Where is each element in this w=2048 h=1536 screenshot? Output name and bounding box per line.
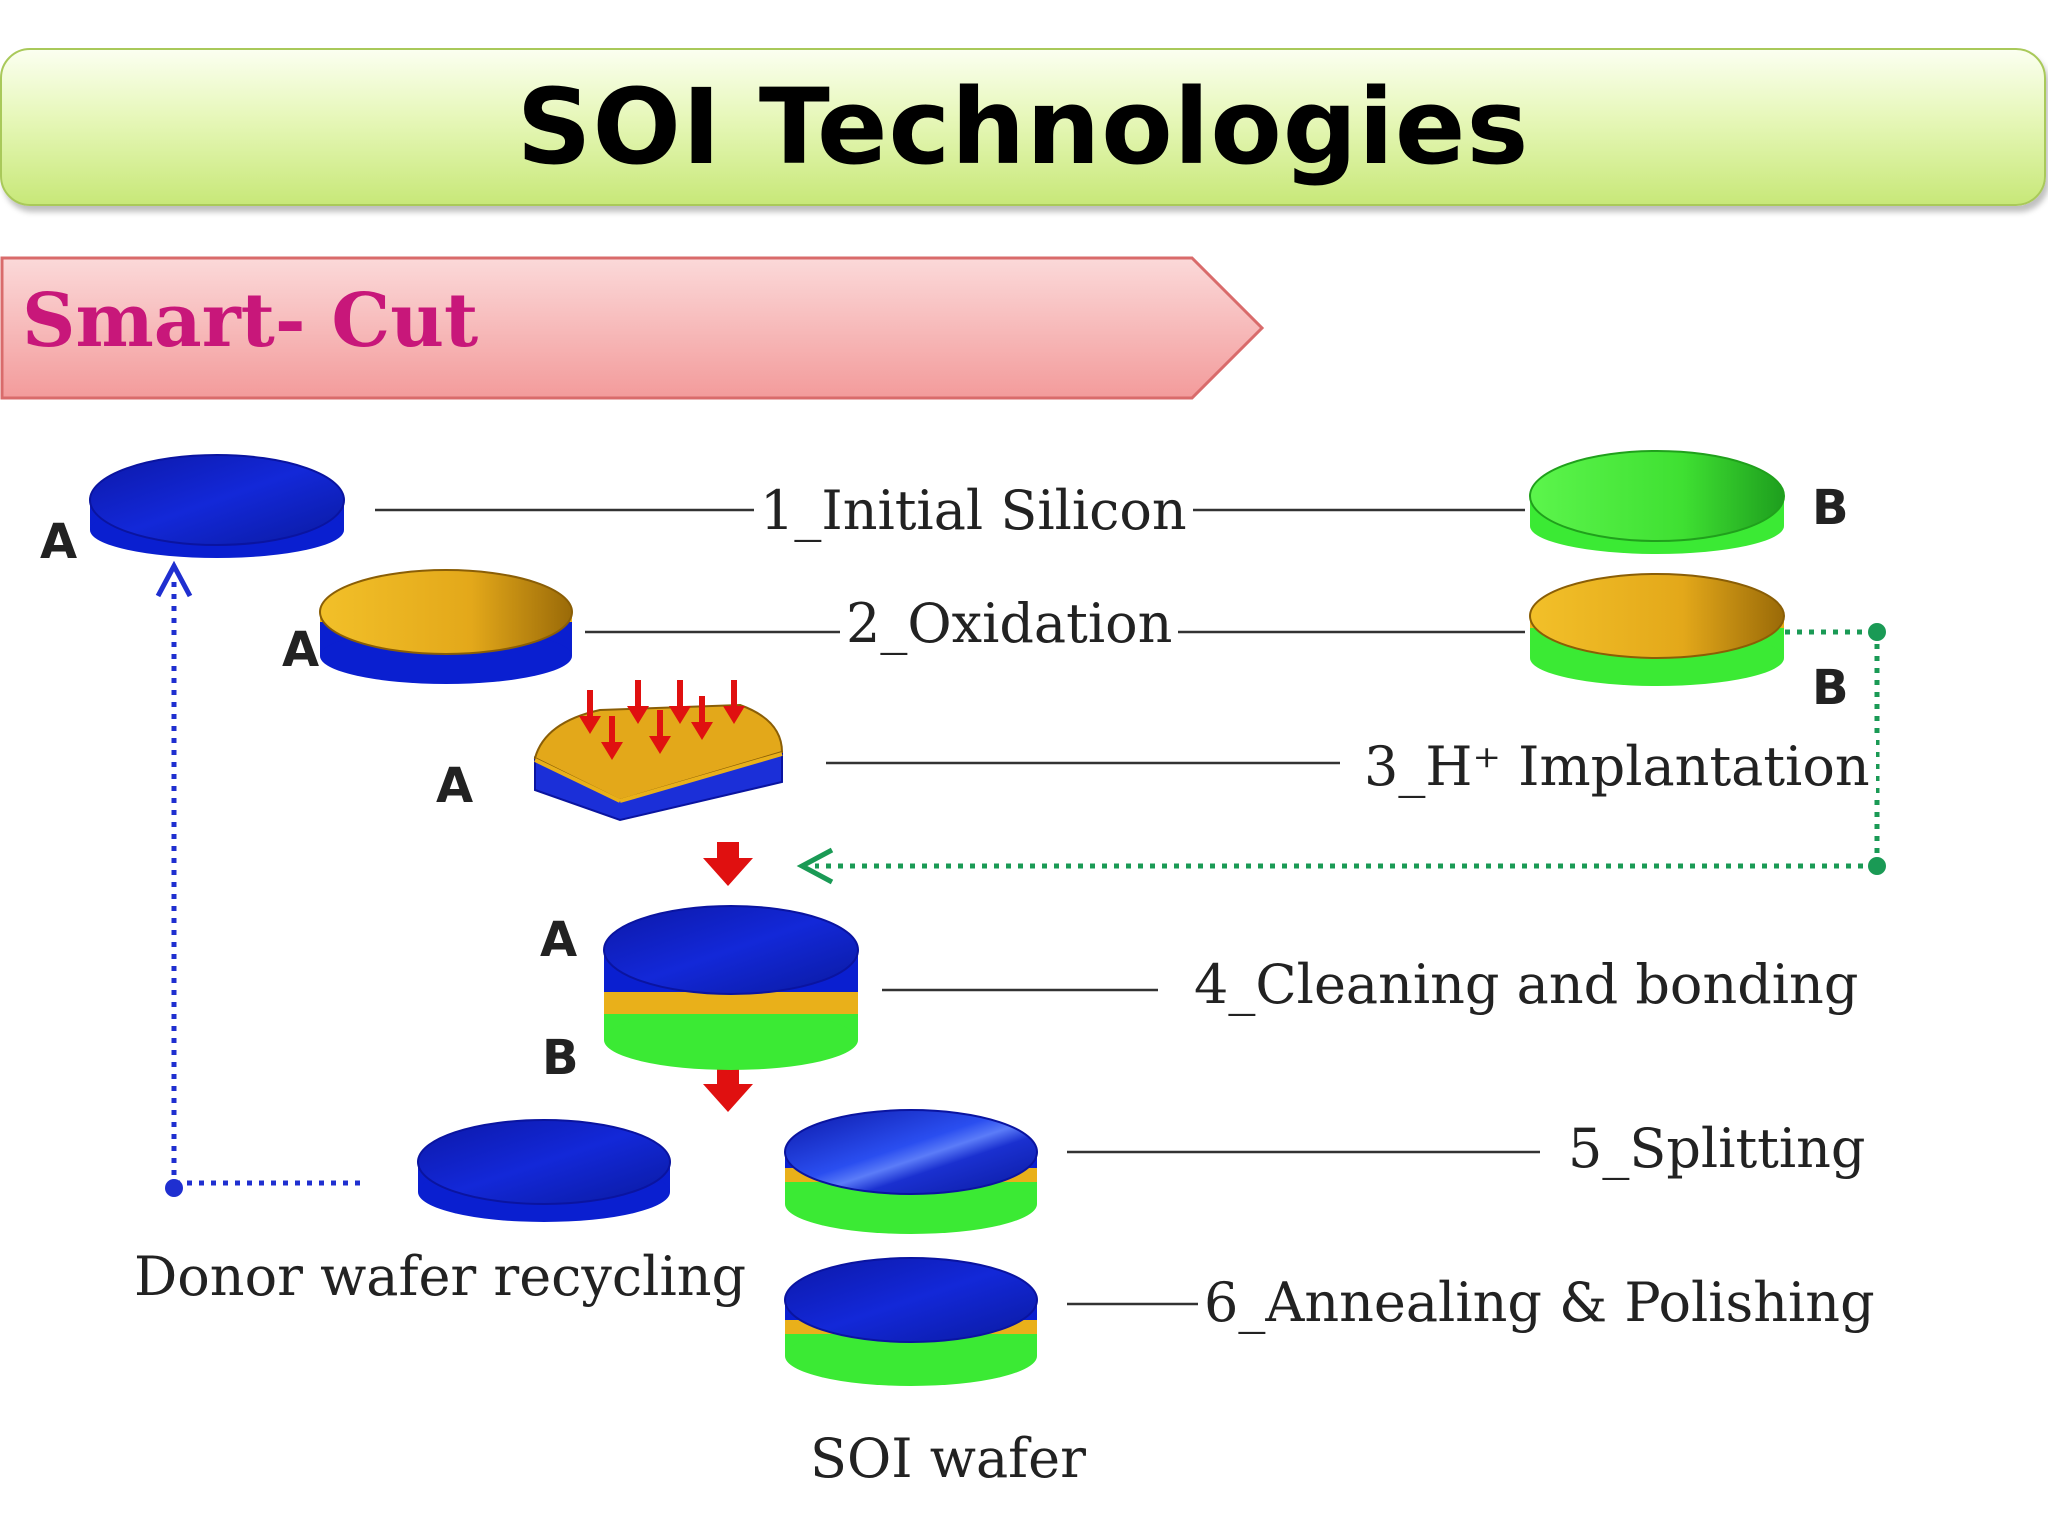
recycle-path-dot — [165, 1179, 183, 1197]
recycle-path — [171, 580, 360, 1187]
flow-arrow-down-1 — [703, 842, 753, 886]
bond-path-dot-top — [1868, 623, 1886, 641]
wafer-label-b-2: B — [1812, 660, 1849, 716]
bond-path-dot-bottom — [1868, 857, 1886, 875]
step-label-splitting: 5_Splitting — [1562, 1122, 1872, 1176]
wafer-a-implanted — [533, 703, 784, 822]
caption-soi-wafer: SOI wafer — [804, 1432, 1092, 1486]
section-banner — [0, 256, 1265, 400]
recycle-arrowhead — [155, 560, 193, 598]
section-title: Smart- Cut — [22, 278, 479, 364]
flow-arrow-down-2 — [703, 1068, 753, 1112]
wafer-label-a-4: A — [540, 912, 578, 968]
wafer-a-oxidized — [319, 569, 573, 684]
wafer-b-oxidized — [1529, 573, 1785, 686]
title-bar: SOI Technologies — [0, 48, 2046, 206]
wafer-b-initial — [1529, 450, 1785, 554]
step-label-initial-silicon: 1_Initial Silicon — [754, 484, 1193, 538]
step-label-cleaning-bonding: 4_Cleaning and bonding — [1188, 958, 1865, 1012]
wafer-label-b-1: B — [1812, 480, 1849, 536]
implant-arrows — [579, 680, 745, 760]
bond-arrowhead — [796, 847, 834, 885]
step-label-implantation: 3_H⁺ Implantation — [1358, 740, 1876, 794]
bond-path — [815, 629, 1880, 869]
wafer-a-initial — [89, 454, 345, 558]
wafer-label-a-1: A — [40, 514, 78, 570]
wafer-label-b-3: B — [542, 1030, 579, 1086]
caption-donor-recycling: Donor wafer recycling — [128, 1250, 753, 1304]
step-label-annealing-polishing: 6_Annealing & Polishing — [1198, 1276, 1881, 1330]
page-title: SOI Technologies — [516, 66, 1530, 188]
wafer-split-soi — [784, 1109, 1038, 1234]
wafer-bonded-stack — [603, 905, 859, 1070]
wafer-label-a-3: A — [436, 758, 474, 814]
wafer-label-a-2: A — [282, 622, 320, 678]
step-label-oxidation: 2_Oxidation — [840, 597, 1179, 651]
wafer-donor-recycled — [417, 1119, 671, 1222]
wafer-final-soi — [784, 1257, 1038, 1386]
